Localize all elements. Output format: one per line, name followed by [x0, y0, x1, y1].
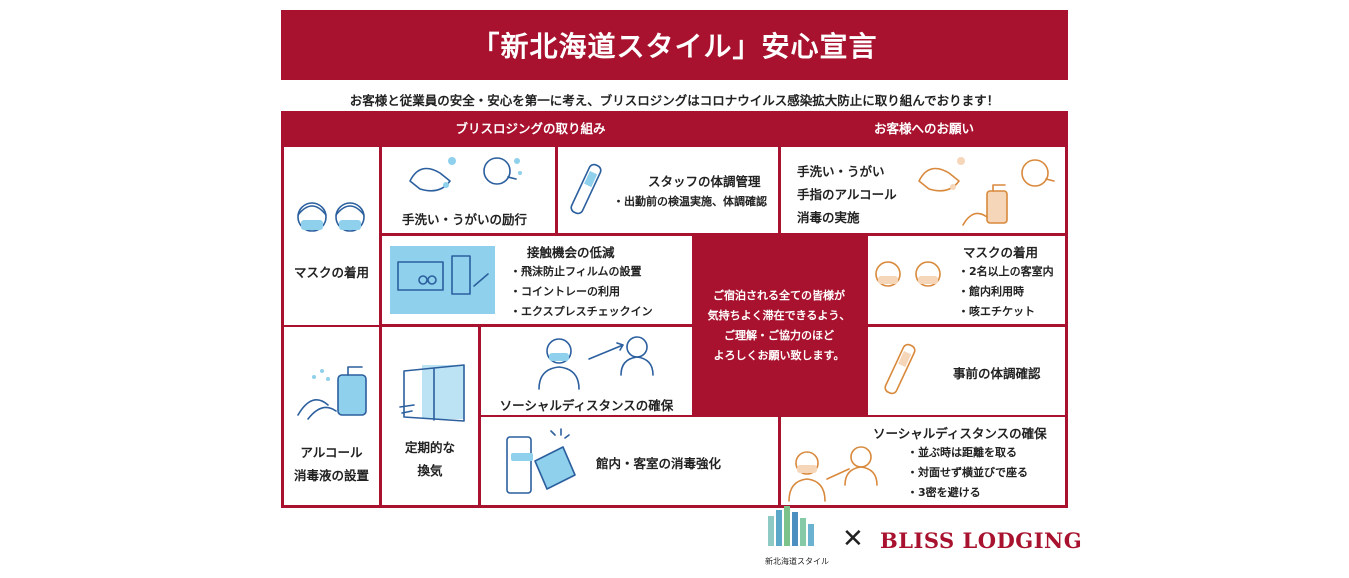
page-title: 「新北海道スタイル」安心宣言	[471, 30, 878, 63]
guest-distance-item-2: ・対面せず横並びで座る	[907, 466, 1028, 479]
guest-handwash-line-1: 手洗い・うがい	[797, 164, 885, 179]
cell-mask: マスクの着用	[284, 147, 379, 325]
thermometer-icon	[570, 163, 602, 215]
contact-item-3: ・エクスプレスチェックイン	[510, 305, 653, 318]
distance-people-icon	[538, 336, 654, 390]
staff-item-1: ・出勤前の検温実施、体調確認	[613, 195, 767, 208]
staff-title: スタッフの体調管理	[648, 174, 761, 189]
guest-mask-item-1: ・2名以上の客室内	[958, 265, 1054, 278]
cell-guest-handwash: 手洗い・うがい 手指のアルコール 消毒の実施	[781, 147, 1065, 233]
guest-masked-people-icon	[875, 261, 941, 287]
cell-social-distance: ソーシャルディスタンスの確保	[481, 327, 692, 415]
guest-mask-title: マスクの着用	[963, 245, 1039, 260]
guest-mask-item-2: ・館内利用時	[958, 285, 1024, 298]
shin-hokkaido-style-logo	[768, 506, 814, 546]
header-guest-requests: お客様へのお願い	[873, 121, 974, 136]
guest-handwash-line-3: 消毒の実施	[797, 210, 860, 225]
masked-people-icon	[297, 202, 365, 232]
cell-alcohol: アルコール 消毒液の設置	[284, 327, 379, 505]
header-our-efforts: ブリスロジングの取り組み	[455, 121, 606, 136]
alcohol-label-line-2: 消毒液の設置	[293, 468, 369, 483]
brand-logo-text: BLISS LODGING	[880, 528, 1083, 553]
cell-handwash: 手洗い・うがいの励行	[382, 147, 555, 233]
handwash-label: 手洗い・うがいの励行	[402, 212, 528, 227]
cell-staff-health: スタッフの体調管理 ・出勤前の検温実施、体調確認	[558, 147, 778, 233]
contact-item-2: ・コイントレーの利用	[510, 285, 620, 298]
logo-caption: 新北海道スタイル	[765, 557, 829, 566]
disinfect-label: 館内・客室の消毒強化	[596, 456, 722, 471]
center-message-line-4: よろしくお願い致します。	[713, 349, 845, 362]
coin-tray-icon	[390, 246, 495, 314]
center-message-line-3: ご理解・ご協力のほど	[724, 329, 834, 342]
guest-handwash-icon	[918, 157, 1055, 226]
alcohol-label-line-1: アルコール	[300, 445, 363, 460]
window-icon	[399, 364, 465, 422]
center-message: ご宿泊される全ての皆様が 気持ちよく滞在できるよう、 ご理解・ご協力のほど よろ…	[692, 236, 866, 416]
cell-ventilation: 定期的な 換気	[382, 327, 478, 505]
door-disinfect-icon	[506, 428, 576, 494]
contact-title: 接触機会の低減	[527, 245, 615, 260]
guest-mask-item-3: ・咳エチケット	[958, 305, 1035, 318]
contact-item-1: ・飛沫防止フィルムの設置	[510, 265, 642, 278]
guest-handwash-line-2: 手指のアルコール	[797, 187, 897, 202]
guest-distance-people-icon	[788, 446, 878, 502]
cell-contact: 接触機会の低減 ・飛沫防止フィルムの設置 ・コイントレーの利用 ・エクスプレスチ…	[382, 236, 692, 324]
center-message-line-1: ご宿泊される全ての皆様が	[713, 289, 845, 302]
cell-disinfect: 館内・客室の消毒強化	[481, 417, 778, 505]
cell-guest-distance: ソーシャルディスタンスの確保 ・並ぶ時は距離を取る ・対面せず横並びで座る ・3…	[781, 417, 1065, 505]
ventilation-label-line-1: 定期的な	[404, 440, 455, 455]
ventilation-label-line-2: 換気	[417, 463, 443, 478]
cell-guest-health: 事前の体調確認	[868, 327, 1065, 415]
guest-thermometer-icon	[884, 343, 916, 395]
guest-distance-title: ソーシャルディスタンスの確保	[873, 426, 1047, 441]
guest-health-label: 事前の体調確認	[953, 366, 1041, 381]
sanitizer-icon	[297, 366, 367, 420]
distance-label: ソーシャルディスタンスの確保	[499, 398, 674, 413]
guest-distance-item-3: ・3密を避ける	[907, 486, 981, 499]
mask-label: マスクの着用	[293, 265, 369, 280]
center-message-line-2: 気持ちよく滞在できるよう、	[707, 309, 851, 322]
guest-distance-item-1: ・並ぶ時は距離を取る	[907, 446, 1017, 459]
cell-guest-mask: マスクの着用 ・2名以上の客室内 ・館内利用時 ・咳エチケット	[868, 236, 1065, 324]
handwash-icon	[409, 157, 522, 192]
title-banner: 「新北海道スタイル」安心宣言	[281, 10, 1068, 80]
subtitle: お客様と従業員の安全・安心を第一に考え、ブリスロジングはコロナウイルス感染拡大防…	[349, 93, 1000, 108]
cross-mark: ✕	[842, 524, 864, 554]
